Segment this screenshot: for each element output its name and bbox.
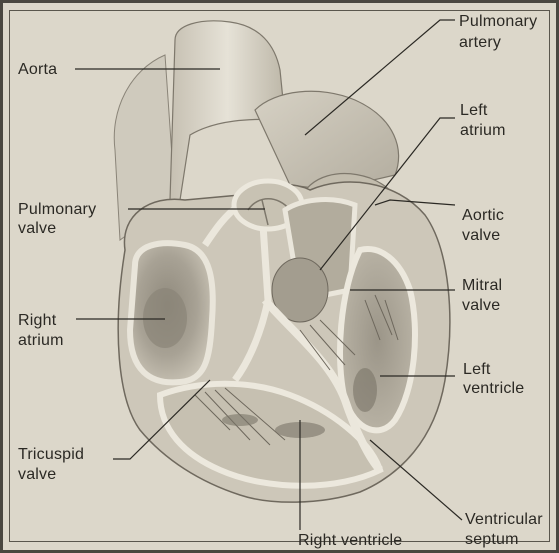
right-atrium-inner [143, 288, 187, 348]
label-pulmonary-valve-line2: valve [18, 219, 56, 238]
label-ventricular-septum-line2: septum [465, 530, 519, 549]
label-mitral-valve-line2: valve [462, 296, 500, 315]
label-ventricular-septum-line1: Ventricular [465, 510, 543, 529]
label-left-ventricle-line1: Left [463, 360, 491, 379]
label-right-ventricle: Right ventricle [298, 531, 402, 550]
label-left-atrium-line2: atrium [460, 121, 506, 140]
label-pulmonary-artery-line2: artery [459, 33, 501, 52]
label-right-atrium-line2: atrium [18, 331, 64, 350]
label-left-atrium-line1: Left [460, 101, 488, 120]
label-mitral-valve-line1: Mitral [462, 276, 502, 295]
label-left-ventricle-line2: ventricle [463, 379, 524, 398]
pulmonary-artery-shape [255, 91, 399, 190]
label-pulmonary-artery-line1: Pulmonary [459, 12, 537, 31]
label-aorta: Aorta [18, 60, 57, 79]
label-pulmonary-valve-line1: Pulmonary [18, 200, 96, 219]
left-ventricle-chamber [340, 249, 415, 430]
label-aortic-valve-line2: valve [462, 226, 500, 245]
label-tricuspid-valve-line2: valve [18, 465, 56, 484]
label-right-atrium-line1: Right [18, 311, 56, 330]
label-tricuspid-valve-line1: Tricuspid [18, 445, 84, 464]
label-aortic-valve-line1: Aortic [462, 206, 504, 225]
